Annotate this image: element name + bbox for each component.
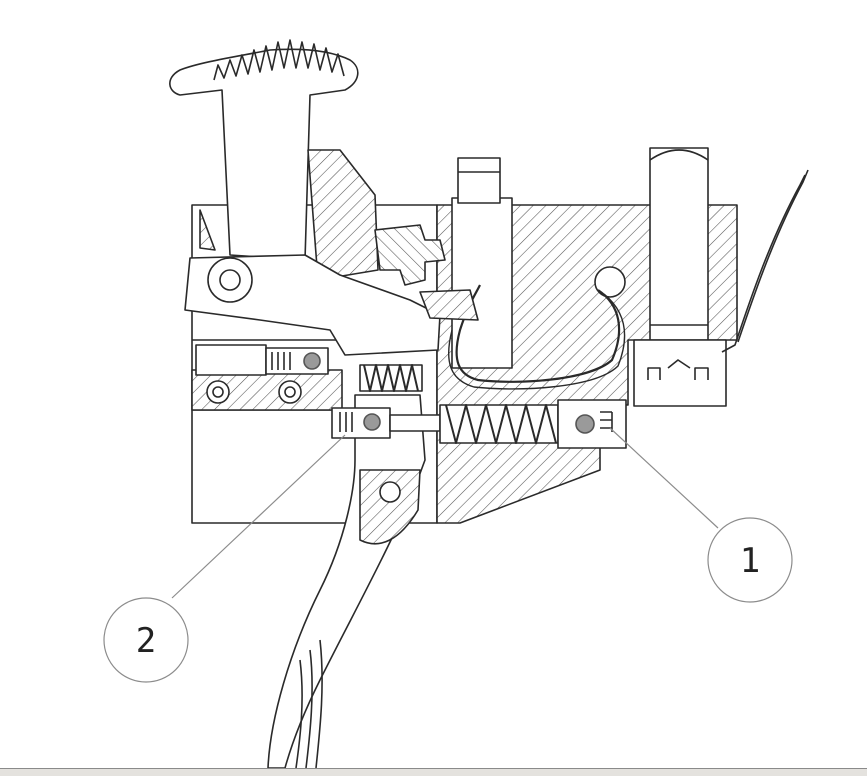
coil-spring-small: [359, 364, 423, 392]
trigger-lever-upper: [169, 39, 441, 356]
callout-1: 1: [707, 517, 793, 603]
leader-line-1: [609, 427, 719, 529]
trigger-blade: [267, 394, 426, 769]
callout-1-label: 1: [740, 541, 760, 581]
bottom-edge-bar: [0, 768, 867, 776]
adjust-screw-left: [195, 344, 329, 404]
plunger-spring-assembly: [331, 399, 627, 449]
adjuster-box: [633, 339, 727, 407]
leader-line-2: [171, 434, 346, 599]
wire-spring: [721, 174, 806, 353]
callout-2-label: 2: [136, 621, 156, 661]
callout-2: 2: [103, 597, 189, 683]
bolt: [649, 147, 709, 341]
sear: [374, 224, 479, 321]
